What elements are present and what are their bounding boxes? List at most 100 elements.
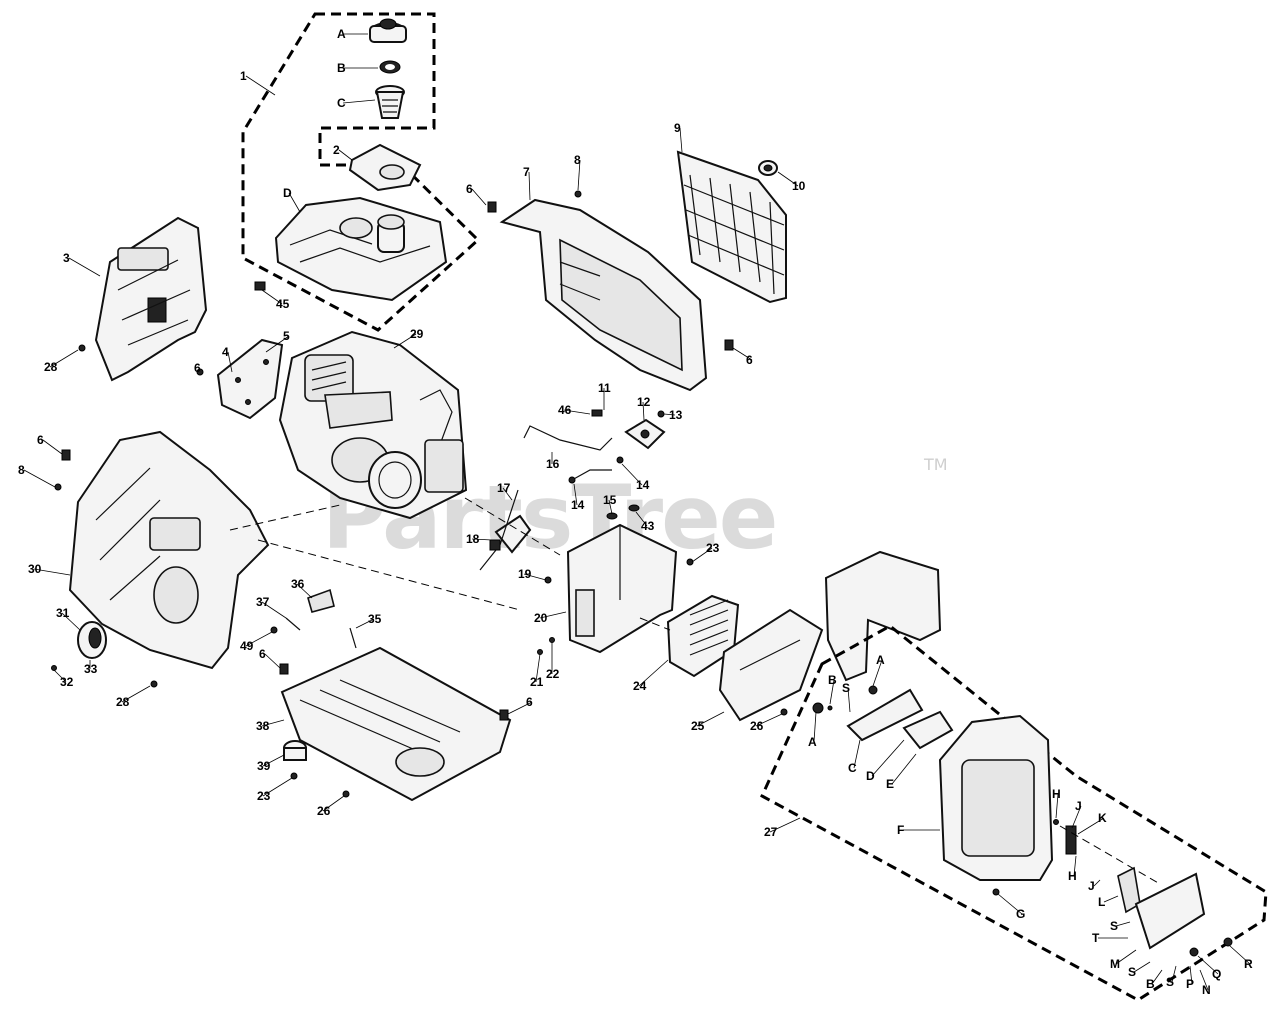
callout-j-r2[interactable]: J bbox=[1088, 879, 1095, 893]
callout-45[interactable]: 45 bbox=[276, 297, 290, 311]
rear-frame[interactable] bbox=[499, 198, 708, 392]
left-side-cover[interactable] bbox=[94, 216, 208, 382]
callout-6-a[interactable]: 6 bbox=[194, 361, 201, 375]
callout-27[interactable]: 27 bbox=[764, 825, 778, 839]
nut-6-b[interactable] bbox=[487, 201, 497, 213]
callout-6-c[interactable]: 6 bbox=[746, 353, 753, 367]
callout-8-b[interactable]: 8 bbox=[18, 463, 25, 477]
callout-g-r[interactable]: G bbox=[1016, 907, 1025, 921]
callout-37[interactable]: 37 bbox=[256, 595, 270, 609]
callout-29[interactable]: 29 bbox=[410, 327, 424, 341]
callout-b-r2[interactable]: B bbox=[1146, 977, 1155, 991]
knob-a-2[interactable] bbox=[812, 702, 824, 714]
callout-r-r[interactable]: R bbox=[1244, 957, 1253, 971]
callout-26-a[interactable]: 26 bbox=[317, 804, 331, 818]
callout-43[interactable]: 43 bbox=[641, 519, 655, 533]
callout-26-b[interactable]: 26 bbox=[750, 719, 764, 733]
callout-14-a[interactable]: 14 bbox=[571, 498, 585, 512]
callout-4[interactable]: 4 bbox=[222, 345, 229, 359]
callout-s-r1[interactable]: S bbox=[842, 681, 850, 695]
callout-e-r[interactable]: E bbox=[886, 777, 894, 791]
callout-21[interactable]: 21 bbox=[530, 675, 544, 689]
callout-l-r[interactable]: L bbox=[1098, 895, 1105, 909]
callout-7[interactable]: 7 bbox=[523, 165, 530, 179]
screw-13[interactable] bbox=[657, 410, 665, 418]
nut-6-e[interactable] bbox=[279, 663, 289, 675]
nut-6-c[interactable] bbox=[724, 339, 734, 351]
callout-1[interactable]: 1 bbox=[240, 69, 247, 83]
fuel-hose[interactable] bbox=[523, 425, 613, 451]
callout-31[interactable]: 31 bbox=[56, 606, 70, 620]
handle-c[interactable] bbox=[846, 688, 924, 742]
screw-6-a[interactable] bbox=[196, 368, 204, 376]
callout-46[interactable]: 46 bbox=[558, 403, 572, 417]
callout-q-r[interactable]: Q bbox=[1212, 967, 1221, 981]
callout-20[interactable]: 20 bbox=[534, 611, 548, 625]
handle-grip-d[interactable] bbox=[902, 710, 954, 750]
screw-21[interactable] bbox=[537, 649, 543, 655]
fuel-tank[interactable] bbox=[274, 196, 448, 302]
callout-22[interactable]: 22 bbox=[546, 667, 560, 681]
screw-h-1[interactable] bbox=[1053, 819, 1059, 825]
screw-q[interactable] bbox=[1189, 947, 1199, 957]
screw-22[interactable] bbox=[549, 637, 555, 643]
screw-28-a[interactable] bbox=[78, 344, 86, 352]
engine-assembly[interactable] bbox=[278, 330, 468, 520]
callout-24[interactable]: 24 bbox=[633, 679, 647, 693]
carburetor[interactable] bbox=[479, 489, 532, 571]
screw-49[interactable] bbox=[270, 626, 278, 634]
callout-30[interactable]: 30 bbox=[28, 562, 42, 576]
callout-a-top[interactable]: A bbox=[337, 27, 346, 41]
callout-49[interactable]: 49 bbox=[240, 639, 254, 653]
inverter-cover[interactable] bbox=[718, 608, 824, 722]
callout-28-b[interactable]: 28 bbox=[116, 695, 130, 709]
part-45[interactable] bbox=[254, 281, 266, 291]
grille-panel[interactable] bbox=[676, 150, 787, 304]
callout-b-top[interactable]: B bbox=[337, 61, 346, 75]
callout-s-r3[interactable]: S bbox=[1128, 965, 1136, 979]
callout-5[interactable]: 5 bbox=[283, 329, 290, 343]
screw-28-b[interactable] bbox=[150, 680, 158, 688]
screw-26-b[interactable] bbox=[780, 708, 788, 716]
callout-6-f[interactable]: 6 bbox=[526, 695, 533, 709]
screw-b-1[interactable] bbox=[827, 705, 833, 711]
screw-g[interactable] bbox=[992, 888, 1000, 896]
callout-f-r[interactable]: F bbox=[897, 823, 904, 837]
baffle-plate[interactable] bbox=[216, 338, 284, 420]
callout-n-r[interactable]: N bbox=[1202, 983, 1211, 997]
clip-37[interactable] bbox=[285, 617, 301, 631]
callout-11[interactable]: 11 bbox=[598, 381, 611, 395]
screw-26-a[interactable] bbox=[342, 790, 350, 798]
callout-12[interactable]: 12 bbox=[637, 395, 651, 409]
callout-17[interactable]: 17 bbox=[497, 481, 511, 495]
callout-14-b[interactable]: 14 bbox=[636, 478, 650, 492]
callout-j-r1[interactable]: J bbox=[1075, 799, 1082, 813]
connector-k[interactable] bbox=[1065, 825, 1077, 855]
callout-10[interactable]: 10 bbox=[792, 179, 806, 193]
base-tray[interactable] bbox=[280, 646, 512, 802]
hose-14[interactable] bbox=[571, 469, 612, 481]
nut-6-d[interactable] bbox=[61, 449, 71, 461]
callout-8-a[interactable]: 8 bbox=[574, 153, 581, 167]
nut-6-f[interactable] bbox=[499, 709, 509, 721]
callout-23-a[interactable]: 23 bbox=[706, 541, 720, 555]
callout-25[interactable]: 25 bbox=[691, 719, 705, 733]
callout-6-d[interactable]: 6 bbox=[37, 433, 44, 447]
callout-p-r[interactable]: P bbox=[1186, 977, 1194, 991]
callout-2[interactable]: 2 bbox=[333, 143, 340, 157]
screw-23-a[interactable] bbox=[686, 558, 694, 566]
front-housing[interactable] bbox=[68, 430, 270, 670]
plate-m[interactable] bbox=[1134, 872, 1206, 950]
callout-b-r1[interactable]: B bbox=[828, 673, 837, 687]
callout-s-r4[interactable]: S bbox=[1166, 975, 1174, 989]
screw-32[interactable] bbox=[51, 665, 57, 671]
screw-r[interactable] bbox=[1223, 937, 1233, 947]
knob-31[interactable] bbox=[77, 621, 107, 659]
callout-a-r1[interactable]: A bbox=[876, 653, 885, 667]
callout-h-r2[interactable]: H bbox=[1068, 869, 1077, 883]
fuel-cap[interactable] bbox=[369, 18, 407, 43]
callout-k-r[interactable]: K bbox=[1098, 811, 1107, 825]
callout-28-a[interactable]: 28 bbox=[44, 360, 58, 374]
callout-39[interactable]: 39 bbox=[257, 759, 271, 773]
callout-d-top[interactable]: D bbox=[283, 186, 292, 200]
